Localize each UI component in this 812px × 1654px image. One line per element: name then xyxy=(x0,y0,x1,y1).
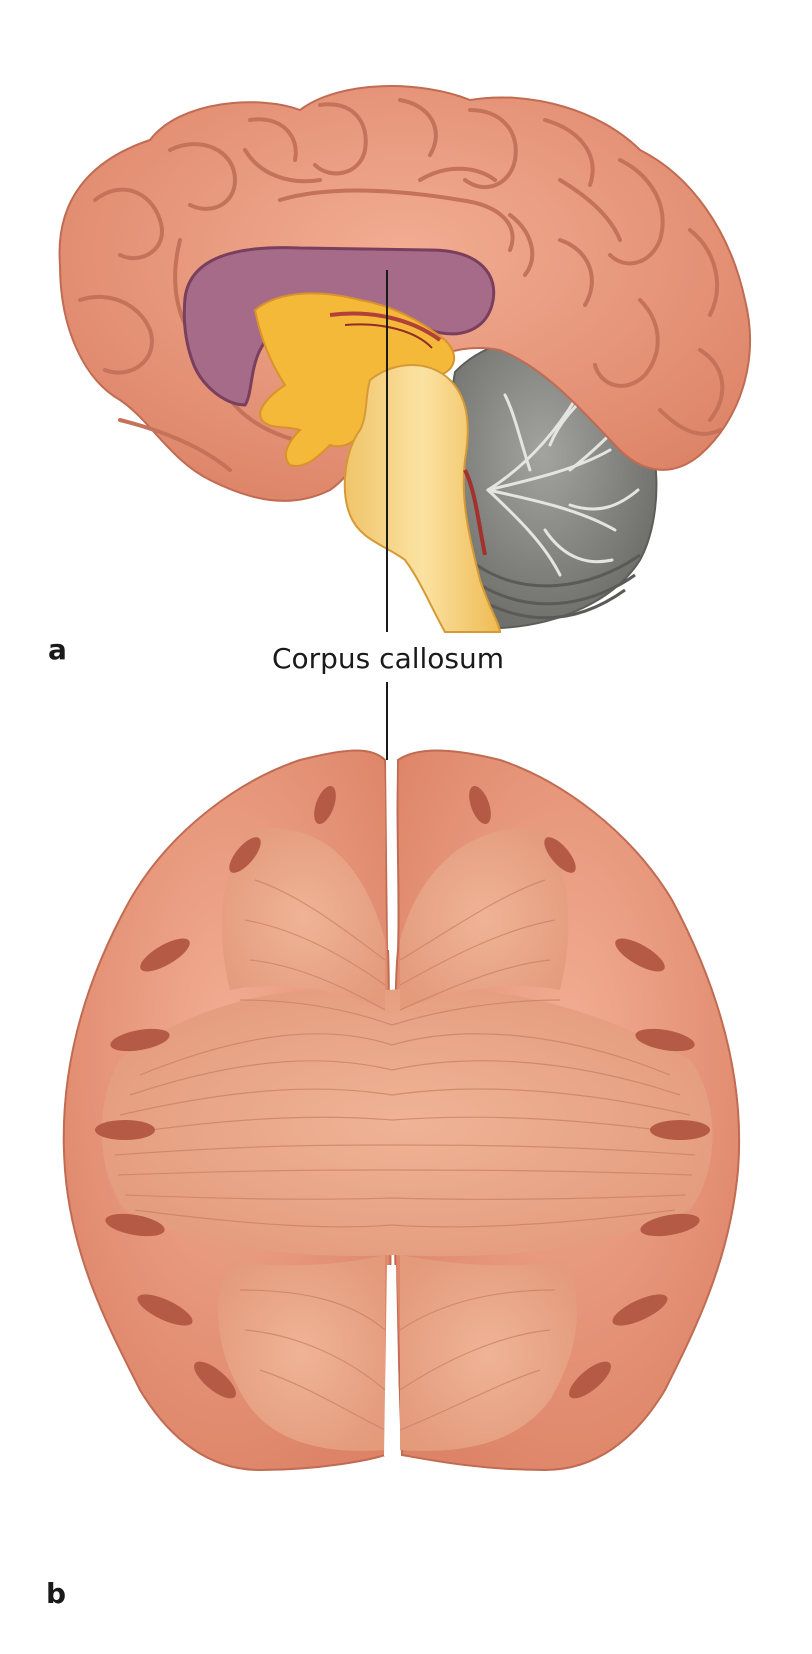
cortical-sulci xyxy=(78,98,725,472)
panel-label-a: a xyxy=(48,633,67,666)
panel-b-horizontal-section xyxy=(62,749,741,1472)
white-matter-core xyxy=(101,988,713,1257)
corpus-callosum-label: Corpus callosum xyxy=(271,642,505,675)
commissural-fibres xyxy=(114,879,696,1431)
brainstem xyxy=(343,364,502,633)
panel-label-b: b xyxy=(46,1577,67,1610)
section-sulci xyxy=(95,785,710,1399)
panel-a-sagittal-brain xyxy=(58,85,751,633)
